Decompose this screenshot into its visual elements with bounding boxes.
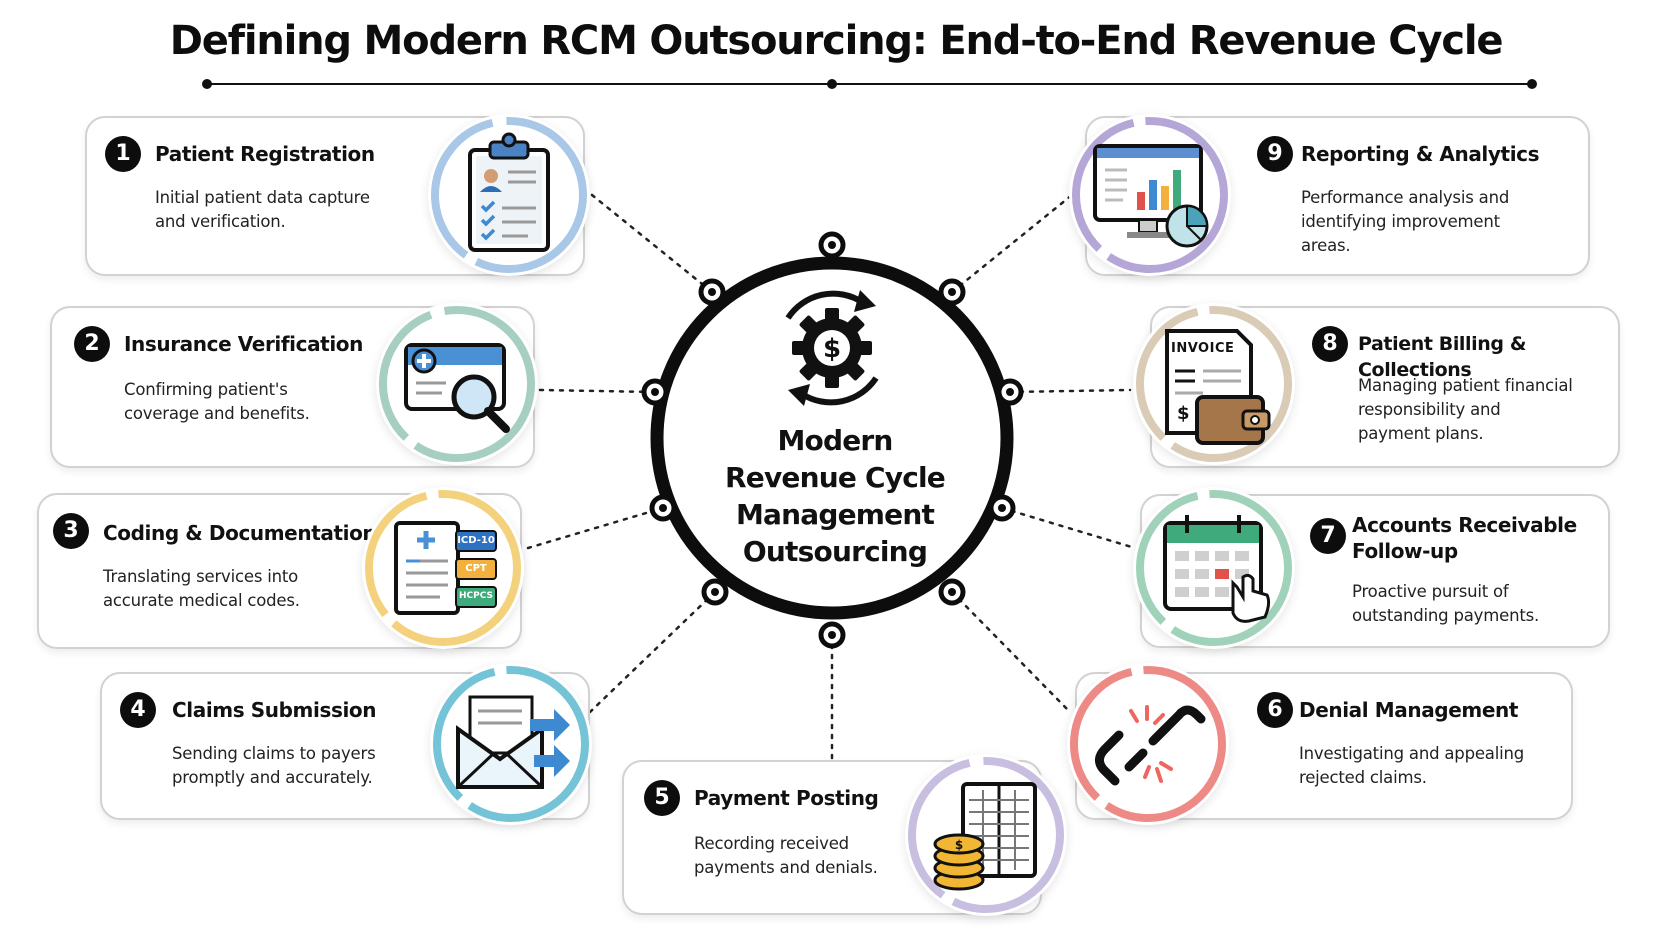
hub-ring: [650, 256, 1014, 620]
step-number-badge: 5: [644, 780, 680, 816]
code-label-cpt: CPT: [465, 563, 487, 574]
coins-ledger-icon: $: [905, 754, 1067, 916]
svg-text:$: $: [1177, 403, 1190, 424]
step-title: Accounts Receivable Follow-up: [1352, 513, 1577, 563]
step-title: Payment Posting: [694, 786, 879, 810]
title-underline: [207, 83, 1532, 85]
code-label-icd10: ICD-10: [457, 535, 495, 546]
insurance-card-magnifier-icon: [376, 303, 538, 465]
invoice-wallet-icon: $ INVOICE: [1133, 303, 1295, 465]
broken-chain-icon: [1067, 663, 1229, 825]
connector-2: [538, 388, 657, 394]
svg-text:$: $: [955, 838, 963, 852]
envelope-send-icon: [430, 663, 592, 825]
connector-4: [588, 590, 717, 714]
invoice-label: INVOICE: [1171, 341, 1235, 356]
step-number-badge: 9: [1257, 136, 1293, 172]
underline-dot-center: [827, 79, 837, 89]
step-number-badge: 7: [1310, 518, 1346, 554]
analytics-monitor-icon: [1069, 114, 1231, 276]
clipboard-patient-icon: [428, 114, 590, 276]
hub-label: Modern Revenue Cycle Management Outsourc…: [690, 422, 980, 570]
step-number-badge: 4: [120, 692, 156, 728]
step-title: Patient Registration: [155, 142, 375, 166]
connector-8: [1008, 388, 1132, 394]
step-number-badge: 2: [74, 326, 110, 362]
underline-dot-right: [1527, 79, 1537, 89]
step-title: Reporting & Analytics: [1301, 142, 1540, 166]
step-number-badge: 3: [53, 513, 89, 549]
step-title: Denial Management: [1299, 698, 1518, 722]
step-number-badge: 1: [105, 136, 141, 172]
step-title: Insurance Verification: [124, 332, 363, 356]
connector-9: [950, 193, 1074, 294]
medical-codes-document-icon: ICD-10 CPT HCPCS: [362, 487, 524, 649]
code-label-hcpcs: HCPCS: [459, 591, 493, 601]
gear-dollar-cycle-icon: $: [785, 290, 879, 406]
hub-line-4: Outsourcing: [742, 535, 928, 568]
connector-6: [950, 590, 1072, 714]
hub-line-3: Management: [735, 498, 935, 531]
step-number-badge: 8: [1312, 326, 1348, 362]
svg-text:$: $: [823, 334, 841, 364]
connector-1: [590, 193, 714, 294]
connector-3: [526, 506, 665, 550]
step-number-badge: 6: [1257, 692, 1293, 728]
underline-dot-left: [202, 79, 212, 89]
calendar-click-icon: [1133, 487, 1295, 649]
step-title: Claims Submission: [172, 698, 377, 722]
connector-7: [1000, 506, 1137, 550]
hub-line-1: Modern: [777, 424, 893, 457]
step-title: Patient Billing & Collections: [1358, 333, 1526, 381]
step-title: Coding & Documentation: [103, 521, 377, 545]
hub-line-2: Revenue Cycle: [725, 461, 946, 494]
page-title: Defining Modern RCM Outsourcing: End-to-…: [169, 18, 1504, 64]
